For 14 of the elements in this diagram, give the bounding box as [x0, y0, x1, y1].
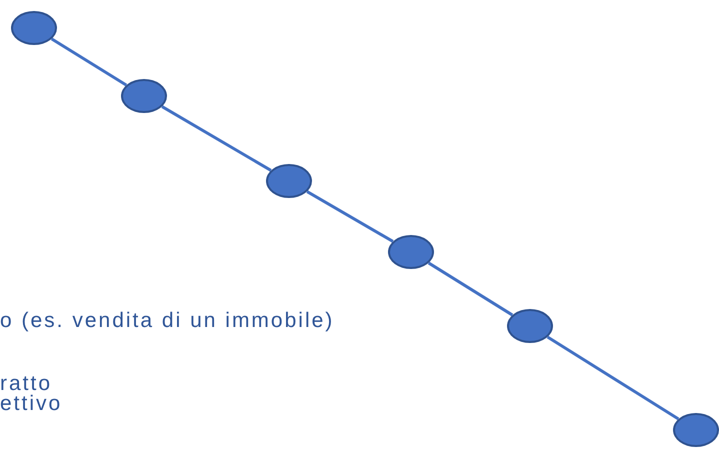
connector-line [428, 262, 514, 316]
text-line: ettivo [0, 392, 62, 416]
circle-node [673, 413, 719, 447]
connector-line [161, 105, 272, 172]
text-line: ratto [0, 372, 52, 395]
connector-line [50, 38, 128, 86]
text-line: o (es. vendita di un immobile) [0, 309, 334, 333]
connector-line [546, 336, 680, 420]
circle-node [11, 11, 57, 45]
circle-node [121, 79, 167, 113]
circle-node [388, 235, 434, 269]
connector-line [306, 190, 394, 243]
circle-node [507, 309, 553, 343]
circle-node [266, 164, 312, 198]
